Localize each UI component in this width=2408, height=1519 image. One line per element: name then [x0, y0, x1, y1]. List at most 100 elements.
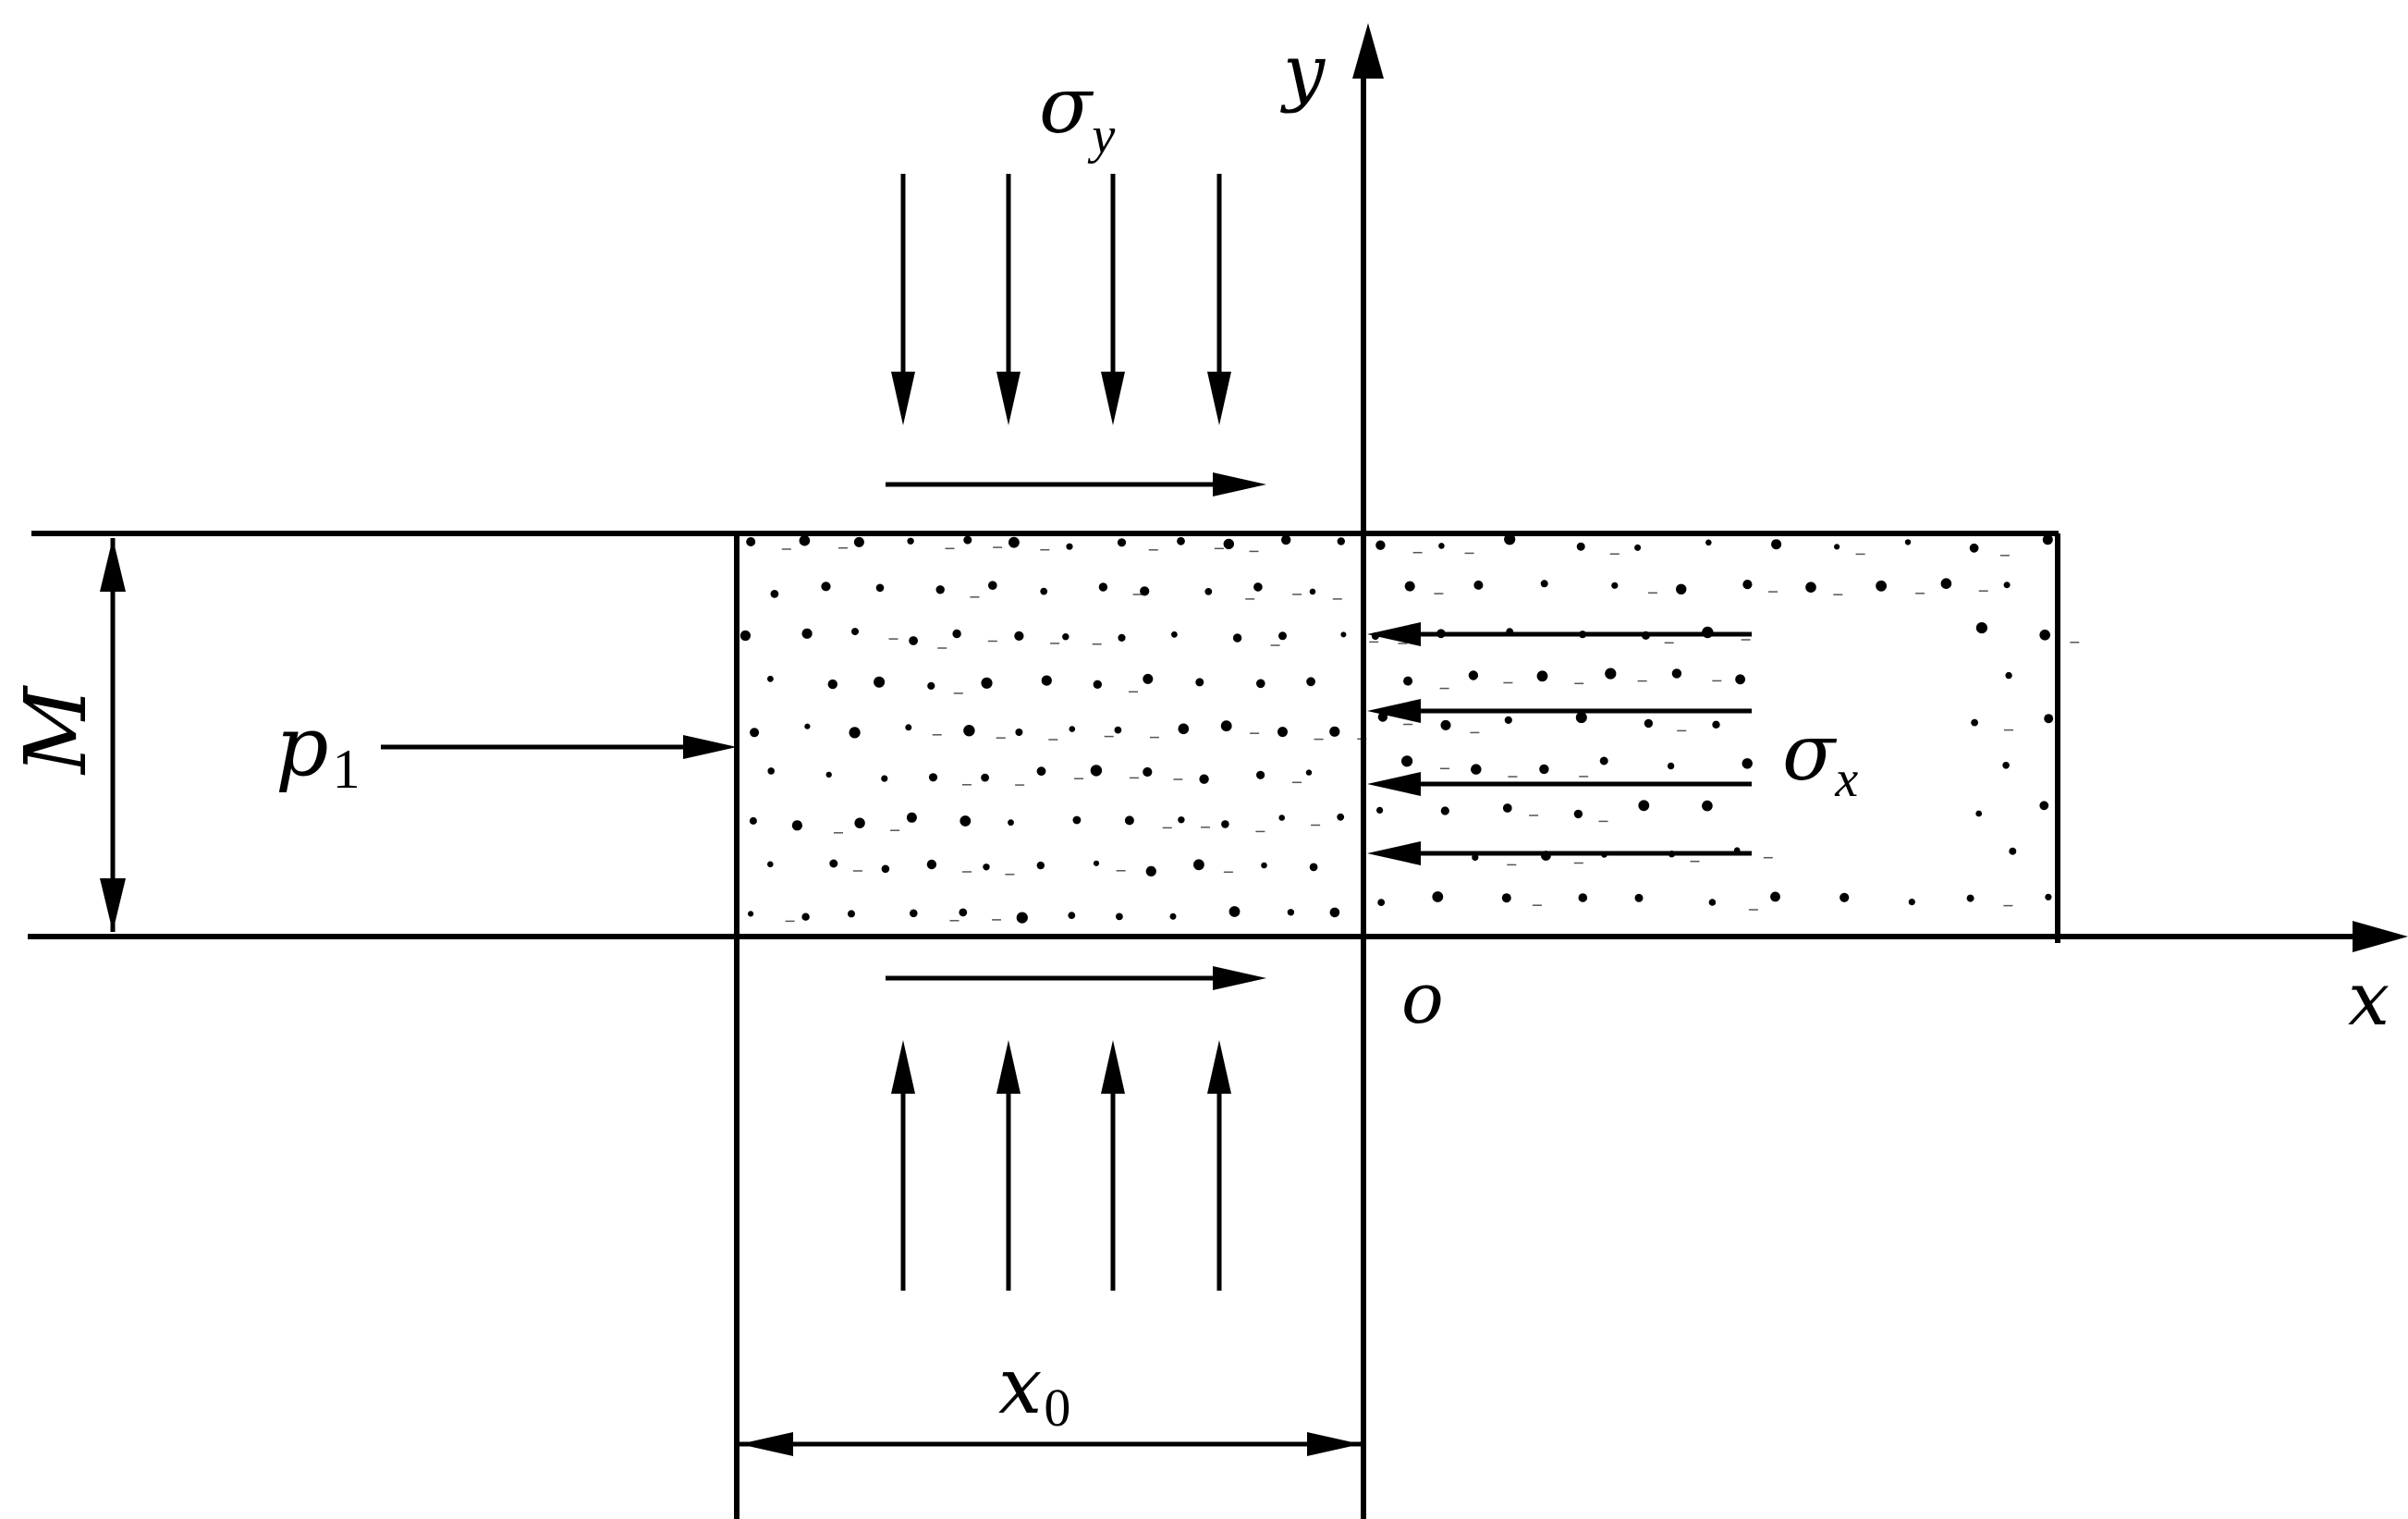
hatch-dot — [1504, 533, 1516, 545]
hatch-dot — [1401, 755, 1413, 767]
hatch-dot — [935, 585, 945, 594]
hatch-dot — [1473, 580, 1484, 590]
hatch-dot — [2039, 801, 2049, 811]
hatch-dot — [981, 677, 993, 689]
hatch-dot — [1742, 758, 1753, 769]
hatch-dot — [804, 723, 811, 729]
hatch-dot — [748, 911, 754, 917]
hatch-dot — [1193, 859, 1204, 871]
hatch-dot — [910, 909, 918, 918]
hatch-dot — [1605, 668, 1617, 680]
hatch-dot — [1253, 582, 1263, 592]
hatch-dot — [1114, 726, 1122, 734]
hatch-dot — [1014, 631, 1024, 642]
sigma-y-arrowhead-top — [891, 372, 915, 425]
hatch-dot — [1329, 907, 1340, 918]
hatch-dot — [1204, 588, 1213, 595]
hatch-dot — [1432, 891, 1444, 902]
hatch-dot — [1971, 718, 1979, 727]
hatch-dot — [1117, 538, 1127, 547]
hatch-dot — [854, 817, 865, 828]
hatch-dot — [1634, 544, 1642, 551]
hatch-dot — [849, 727, 861, 739]
hatch-dot — [1908, 899, 1915, 906]
hatch-dot — [1171, 631, 1178, 638]
sigma-y-arrowhead-bottom — [891, 1040, 915, 1094]
hatch-dot — [1376, 806, 1384, 815]
hatch-dot — [963, 725, 975, 737]
hatch-dot — [2009, 847, 2017, 855]
hatch-dot — [1309, 863, 1318, 872]
hatch-dot — [1040, 587, 1048, 595]
hatch-dot — [1539, 764, 1549, 775]
hatch-dot — [1712, 720, 1720, 729]
hatch-dot — [1644, 718, 1654, 729]
hatch-dot — [963, 535, 972, 545]
hatch-dot — [1471, 764, 1482, 775]
hatch-dot — [1221, 820, 1229, 828]
hatch-dot — [851, 628, 859, 636]
hatch-dot — [1340, 631, 1347, 638]
p1-label: p1 — [275, 698, 361, 800]
sigma-x-arrowhead — [1367, 622, 1421, 646]
hatch-dot — [2005, 671, 2012, 680]
hatch-dot — [1599, 756, 1608, 766]
hatch-dot — [1256, 770, 1265, 779]
hatch-dot — [1098, 582, 1108, 592]
sigma-x-arrowhead — [1367, 841, 1421, 865]
hatch-dot — [1036, 861, 1045, 870]
hatch-dot — [2044, 714, 2054, 724]
hatch-dot — [881, 864, 890, 874]
hatch-dot — [767, 675, 774, 682]
sigma-x-arrowhead — [1367, 772, 1421, 796]
hatch-dot — [1840, 892, 1850, 902]
hatch-dot — [821, 582, 831, 592]
hatch-dot — [1536, 670, 1548, 682]
sigma-x-label: σx — [1782, 707, 1858, 808]
hatch-dot — [1232, 633, 1242, 643]
hatch-dot — [1676, 583, 1687, 594]
hatch-dot — [1256, 679, 1265, 689]
coal-seam-hatching — [740, 533, 2080, 924]
hatch-dot — [2003, 582, 2011, 589]
hatch-dot — [1501, 893, 1511, 903]
hatch-dot — [1611, 582, 1619, 589]
hatch-dot — [1576, 542, 1585, 551]
hatch-dot — [1975, 810, 1983, 817]
hatch-dot — [1072, 815, 1082, 825]
hatch-dot — [1742, 580, 1753, 590]
hatch-dot — [1220, 720, 1232, 732]
hatch-dot — [952, 629, 961, 639]
hatch-dot — [1504, 716, 1512, 725]
hatch-dot — [1969, 543, 1979, 553]
hatch-dot — [1278, 815, 1285, 821]
sigma-y-arrowhead-bottom — [1101, 1040, 1125, 1094]
hatch-dot — [1440, 719, 1451, 730]
hatch-dot — [1404, 581, 1415, 592]
hatch-dot — [1093, 860, 1100, 866]
hatch-dot — [1305, 769, 1313, 776]
hatch-dot — [1199, 774, 1209, 784]
hatch-dot — [2045, 893, 2052, 900]
sigma-y-arrowhead-top — [996, 372, 1021, 425]
hatch-dot — [1195, 678, 1204, 687]
hatch-dot — [1975, 622, 1987, 634]
hatch-dot — [801, 913, 810, 921]
hatch-dot — [1177, 536, 1185, 545]
sigma-x-arrows — [1367, 622, 1752, 865]
hatch-dot — [1306, 677, 1315, 687]
hatch-dot — [1016, 912, 1028, 924]
hatch-dot — [1143, 673, 1154, 684]
sigma-y-arrows-bottom — [891, 1040, 1231, 1291]
hatch-dot — [1069, 726, 1076, 732]
hatch-dot — [1066, 543, 1073, 550]
hatch-dot — [1140, 586, 1150, 596]
hatch-dot — [1702, 800, 1713, 812]
y-axis-label: y — [1280, 29, 1326, 115]
hatch-dot — [927, 681, 935, 691]
hatch-dot — [1770, 891, 1780, 902]
hatch-dot — [959, 908, 968, 917]
hatch-dot — [928, 773, 938, 782]
hatch-dot — [1008, 819, 1014, 827]
hatch-dot — [1904, 539, 1912, 545]
